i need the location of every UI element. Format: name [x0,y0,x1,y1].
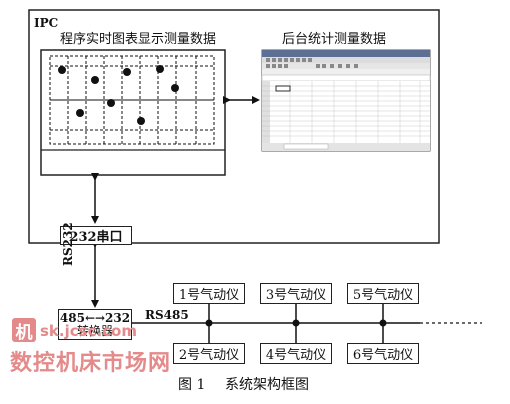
instrument-box-5: 5号气动仪 [347,283,419,304]
realtime-panel-frame [40,49,226,176]
bus-junctions [205,319,387,327]
figure-title: 系统架构框图 [225,377,309,393]
instrument-label-6: 6号气动仪 [352,348,414,363]
instrument-box-3: 3号气动仪 [260,283,332,304]
instrument-label-4: 4号气动仪 [265,348,327,363]
measurement-points [58,65,179,125]
instrument-box-2: 2号气动仪 [173,343,245,364]
instrument-box-6: 6号气动仪 [347,343,419,364]
ipc-title: IPC [34,16,59,30]
instrument-box-1: 1号气动仪 [173,283,245,304]
figure-number: 图 1 [178,377,206,393]
serial-port-box: 232串口 [60,226,132,245]
instrument-label-3: 3号气动仪 [265,288,327,303]
watermark-name: 数控机床市场网 [10,351,172,376]
converter-line1: 485←→232 [59,310,131,325]
converter-box: 485←→232 转换器 [58,309,132,340]
watermark-site: sk.jcsc.com [40,322,137,340]
spreadsheet-thumbnail [261,49,431,152]
rs232-label: RS232 [61,222,75,266]
realtime-panel-caption: 程序实时图表显示测量数据 [60,32,217,47]
instrument-label-2: 2号气动仪 [178,348,240,363]
instrument-label-1: 1号气动仪 [178,288,240,303]
rs485-label: RS485 [145,308,189,322]
stats-panel-caption: 后台统计测量数据 [282,32,387,47]
converter-line2: 转换器 [76,323,113,338]
serial-port-label: 232串口 [69,230,123,245]
watermark-logo-char: 机 [15,322,33,343]
instrument-label-5: 5号气动仪 [352,288,414,303]
watermark-logo-icon: 机 [12,318,36,343]
ipc-frame [28,9,440,244]
instrument-box-4: 4号气动仪 [260,343,332,364]
